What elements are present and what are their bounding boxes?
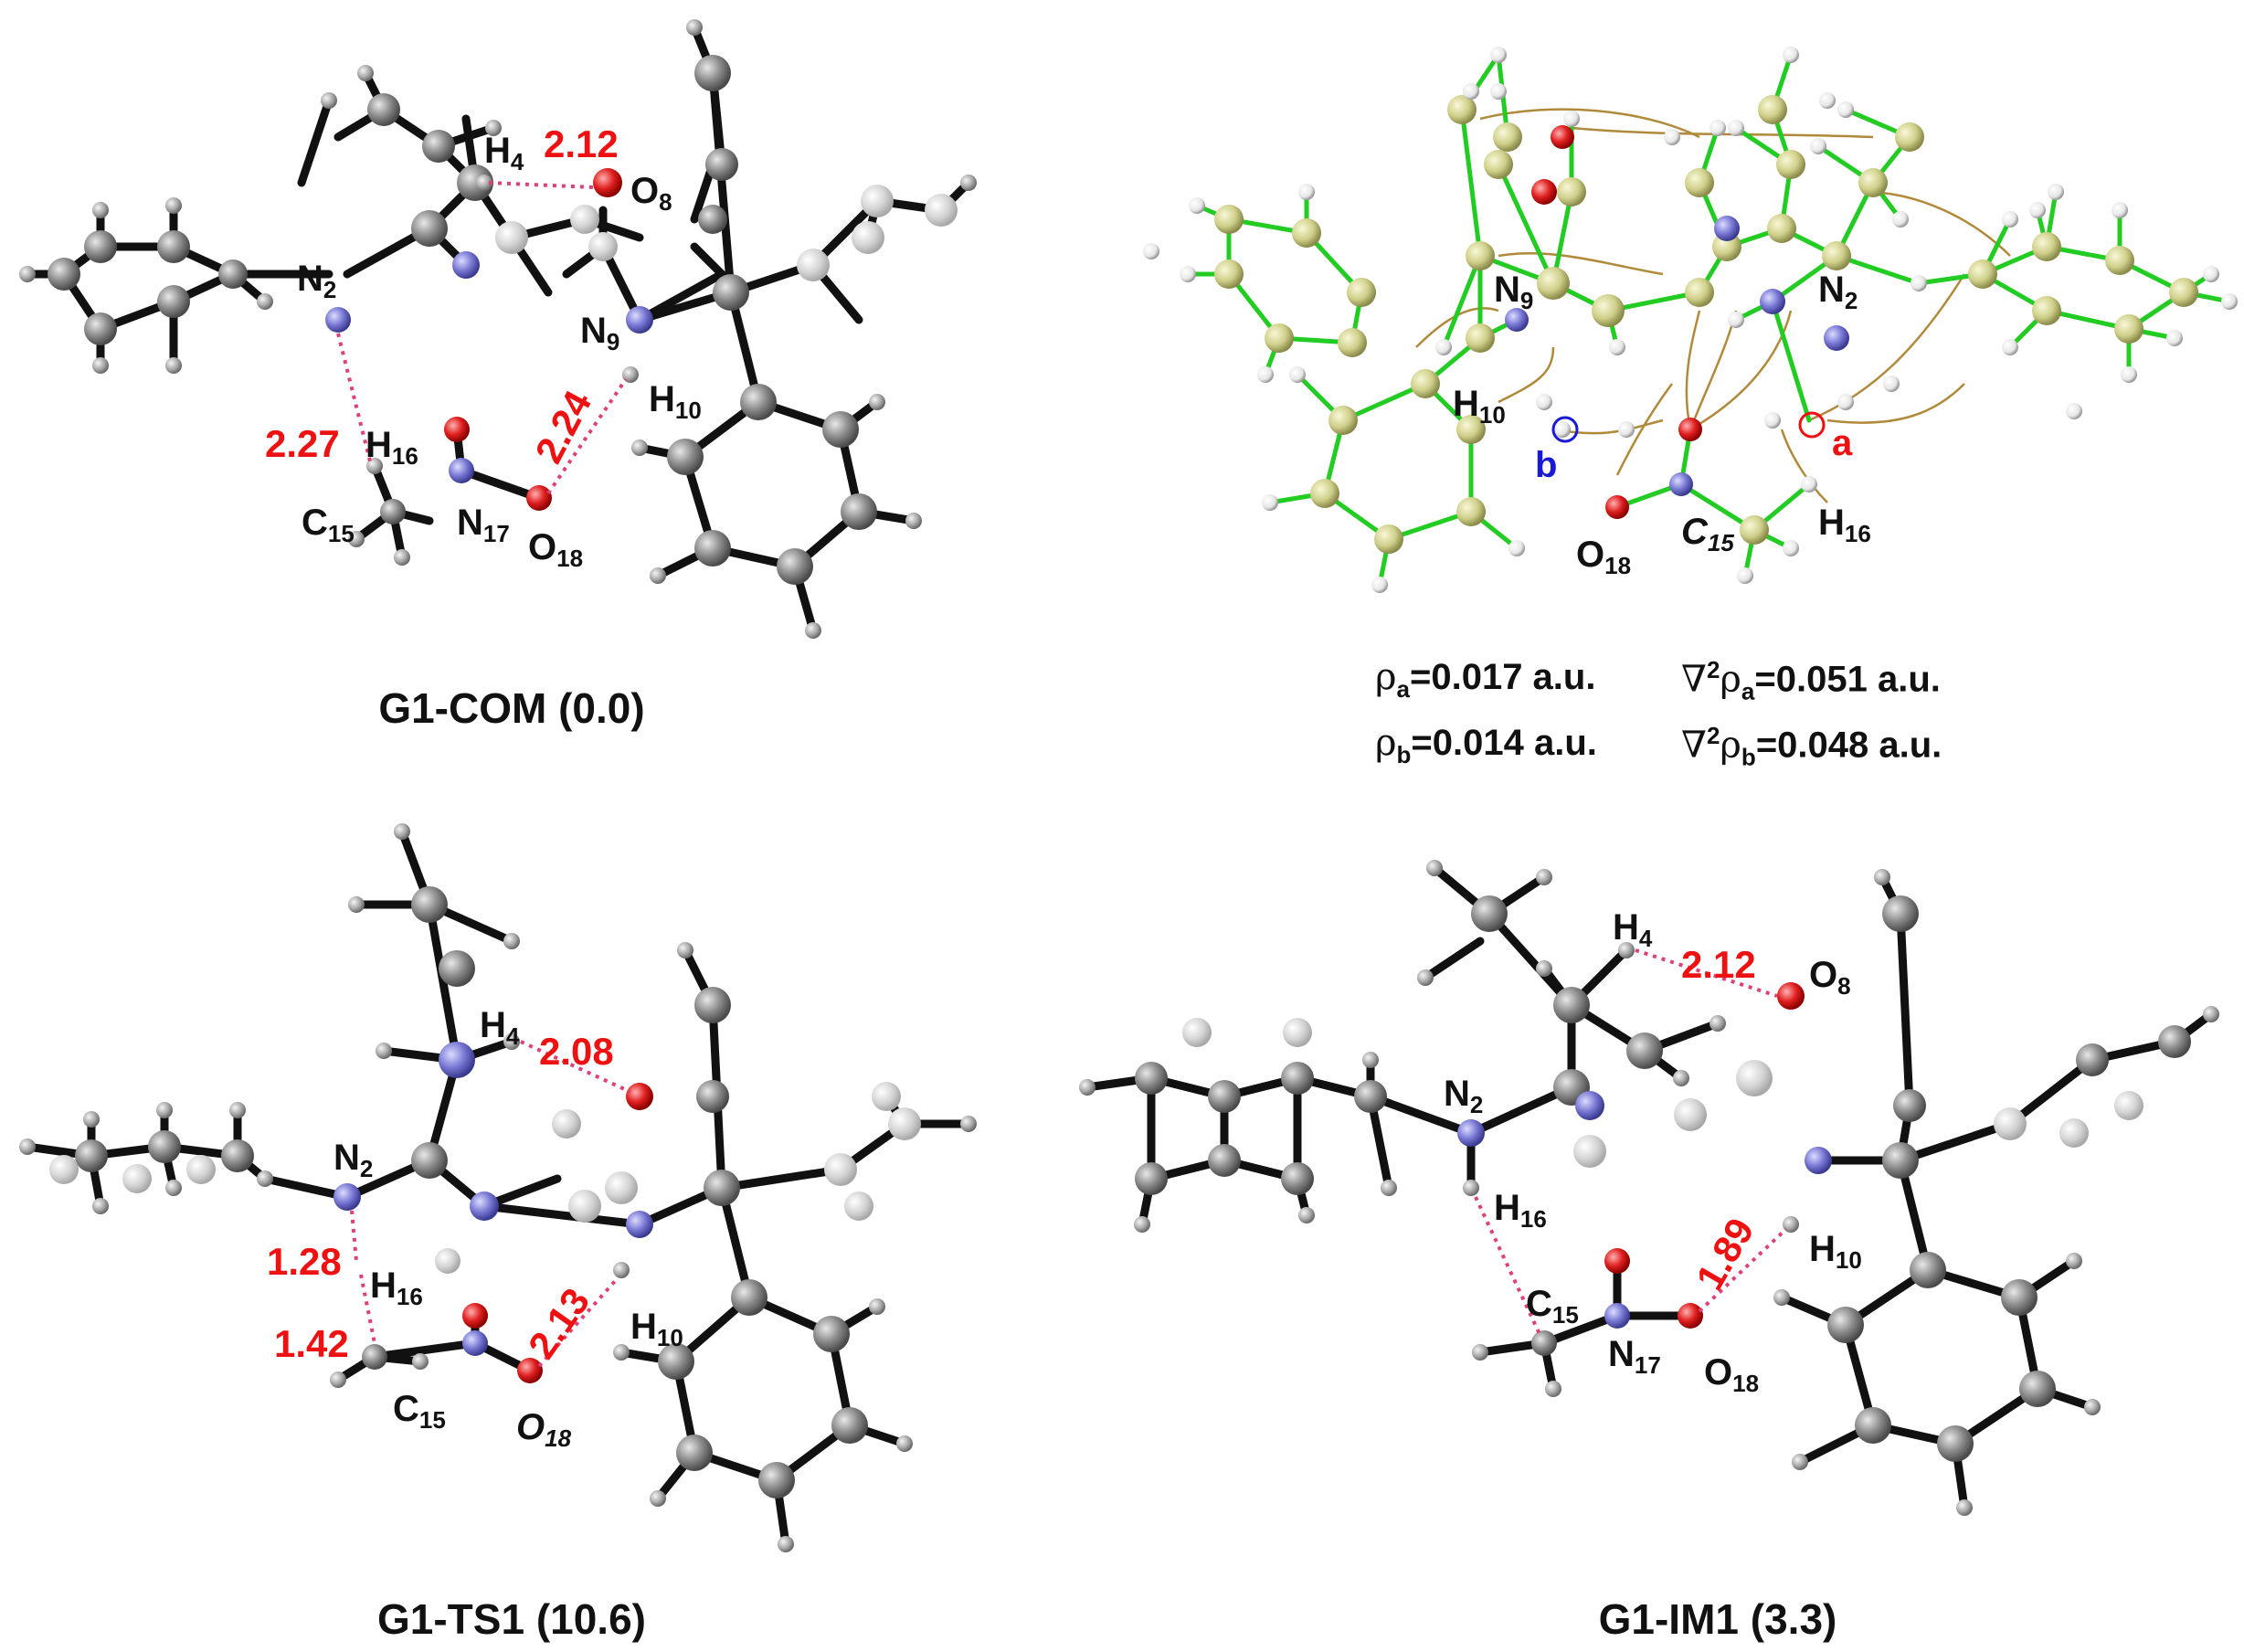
atom-o8 — [1777, 982, 1805, 1010]
svg-text:O18: O18 — [1704, 1352, 1759, 1397]
atom-n17 — [449, 458, 474, 483]
panel-g1-ts1: H4 2.08 N2 1.28 H16 1.42 2.13 H10 C15 O1… — [19, 823, 977, 1552]
hbonds-g1-com — [336, 181, 628, 495]
labels-g1-ts1: H4 2.08 N2 1.28 H16 1.42 2.13 H10 C15 O1… — [267, 1005, 683, 1452]
svg-text:O18: O18 — [1576, 535, 1631, 579]
aim-atoms — [1143, 47, 2238, 593]
atom-h16 — [366, 458, 383, 474]
atom-c15 — [1531, 1330, 1557, 1356]
atoms-g1-com — [19, 19, 977, 639]
atom-o18 — [1678, 1303, 1703, 1329]
panel-g1-com: H4 2.12 O8 N2 N9 H10 2.27 H16 2.24 C15 N… — [19, 19, 977, 639]
svg-text:H16: H16 — [365, 425, 418, 470]
svg-text:N2: N2 — [1444, 1074, 1483, 1118]
atom-n2 — [333, 1183, 361, 1211]
labels-g1-im1: H4 2.12 O8 N2 H16 C15 1.89 H10 N17 O18 — [1444, 907, 1862, 1397]
critical-point-b-label: b — [1535, 445, 1557, 485]
distance-label: 1.89 — [1688, 1211, 1762, 1297]
aim-atom-n2 — [1824, 325, 1849, 351]
critical-point-b — [1551, 416, 1579, 443]
distance-label: 2.08 — [539, 1030, 614, 1073]
caption-g1-im1: G1-IM1 (3.3) — [1598, 1595, 1837, 1643]
critical-point-a-label: a — [1832, 423, 1853, 463]
aim-property-rho-b: ρb=0.014 a.u. — [1375, 722, 1597, 768]
atoms-g1-ts1 — [19, 823, 977, 1552]
panel-aim: N9 N2 H10 b a O18 C15 H16 — [1143, 47, 2238, 593]
svg-text:C15: C15 — [1526, 1284, 1579, 1329]
atom-h4 — [1618, 942, 1635, 958]
atom-h16 — [1463, 1180, 1479, 1196]
caption-g1-com: G1-COM (0.0) — [378, 684, 645, 732]
atom-h4 — [476, 175, 492, 191]
svg-text:C15: C15 — [393, 1389, 446, 1434]
distance-label: 1.28 — [267, 1240, 342, 1283]
atom-n9 — [626, 306, 653, 334]
critical-point-a — [1798, 411, 1826, 439]
svg-text:N17: N17 — [457, 503, 510, 547]
hbonds-g1-ts1 — [350, 1040, 631, 1368]
atom-o18 — [517, 1358, 543, 1383]
atom-n2 — [1457, 1119, 1485, 1147]
svg-text:H4: H4 — [480, 1005, 520, 1050]
atom-h4 — [503, 1033, 520, 1050]
svg-text:H10: H10 — [1809, 1229, 1862, 1274]
svg-text:N17: N17 — [1608, 1334, 1661, 1379]
svg-text:H16: H16 — [1818, 503, 1871, 547]
svg-text:H10: H10 — [630, 1307, 683, 1351]
aim-atom-h16 — [1801, 476, 1817, 492]
svg-text:N9: N9 — [1494, 270, 1533, 314]
atom-h16 — [435, 1248, 460, 1274]
atom-c15 — [362, 1344, 387, 1370]
svg-text:N9: N9 — [580, 311, 619, 355]
aim-atom-n9 — [1505, 308, 1529, 332]
svg-text:H16: H16 — [370, 1265, 423, 1310]
svg-text:N2: N2 — [333, 1138, 373, 1182]
svg-text:C15: C15 — [1681, 512, 1734, 556]
atom-n17 — [1604, 1303, 1630, 1329]
atom-n2 — [325, 307, 351, 333]
panel-g1-im1: H4 2.12 O8 N2 H16 C15 1.89 H10 N17 O18 — [1079, 860, 2219, 1516]
svg-text:N2: N2 — [297, 259, 336, 303]
aim-property-laplacian-a: ∇2ρa=0.051 a.u. — [1681, 656, 1941, 705]
aim-atom-c15 — [1740, 515, 1769, 545]
distance-label: 2.13 — [520, 1280, 598, 1366]
distance-label: 2.12 — [544, 122, 619, 165]
svg-text:H10: H10 — [1453, 384, 1506, 429]
atoms-g1-im1 — [1079, 860, 2219, 1516]
distance-label: 2.27 — [265, 422, 340, 465]
atom-c15 — [380, 499, 406, 524]
svg-text:H4: H4 — [484, 131, 524, 175]
svg-text:O18: O18 — [528, 527, 583, 572]
atom-h10 — [613, 1262, 630, 1278]
atom-o8 — [593, 168, 622, 197]
distance-label: 2.12 — [1681, 943, 1756, 986]
labels-g1-com: H4 2.12 O8 N2 N9 H10 2.27 H16 2.24 C15 N… — [265, 122, 702, 572]
svg-text:C15: C15 — [302, 503, 355, 547]
distance-label: 1.42 — [274, 1322, 349, 1365]
aim-critical-points — [1551, 411, 1826, 443]
aim-property-rho-a: ρa=0.017 a.u. — [1375, 656, 1596, 703]
svg-text:N2: N2 — [1818, 270, 1858, 314]
atom-h10 — [1783, 1216, 1799, 1233]
svg-text:O8: O8 — [1809, 955, 1851, 1000]
svg-text:O18: O18 — [516, 1407, 572, 1452]
atom-o18 — [526, 485, 552, 511]
aim-property-laplacian-b: ∇2ρb=0.048 a.u. — [1681, 722, 1942, 771]
caption-g1-ts1: G1-TS1 (10.6) — [377, 1595, 646, 1643]
atom-h10 — [622, 366, 639, 383]
hbonds-g1-im1 — [1474, 948, 1788, 1335]
svg-text:H4: H4 — [1613, 907, 1653, 952]
aim-atom-o18 — [1605, 495, 1629, 519]
svg-text:O8: O8 — [630, 171, 672, 216]
svg-text:H16: H16 — [1494, 1188, 1547, 1233]
svg-text:H10: H10 — [649, 379, 702, 424]
distance-label: 2.24 — [526, 383, 599, 470]
aim-labels: N9 N2 H10 b a O18 C15 H16 — [1453, 270, 1871, 579]
molecule-g1-im1 — [1083, 863, 2216, 1512]
